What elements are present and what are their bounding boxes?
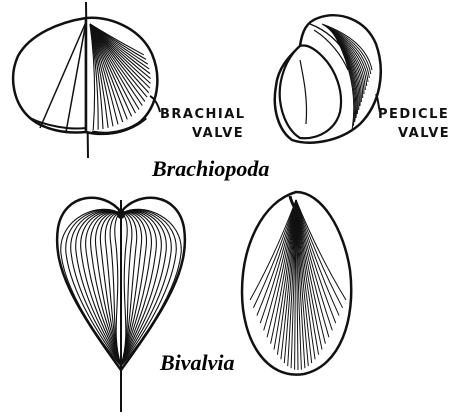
bivalvia-caption: Bivalvia	[159, 350, 235, 375]
svg-text:BRACHIAL: BRACHIAL	[160, 107, 246, 122]
brachial-valve-label: BRACHIAL VALVE	[150, 96, 246, 141]
brachiopoda-caption: Brachiopoda	[151, 156, 269, 181]
svg-text:VALVE: VALVE	[192, 126, 244, 141]
svg-text:VALVE: VALVE	[398, 126, 450, 141]
svg-text:PEDICLE: PEDICLE	[378, 107, 449, 122]
brachiopod-shell-side	[275, 15, 381, 142]
brachiopod-plain-half	[13, 18, 86, 132]
pedicle-valve-label: PEDICLE VALVE	[376, 94, 450, 141]
bivalve-shell-left	[57, 198, 185, 412]
brachiopod-shell-left	[13, 2, 157, 158]
bivalve-shell-right	[242, 192, 351, 375]
